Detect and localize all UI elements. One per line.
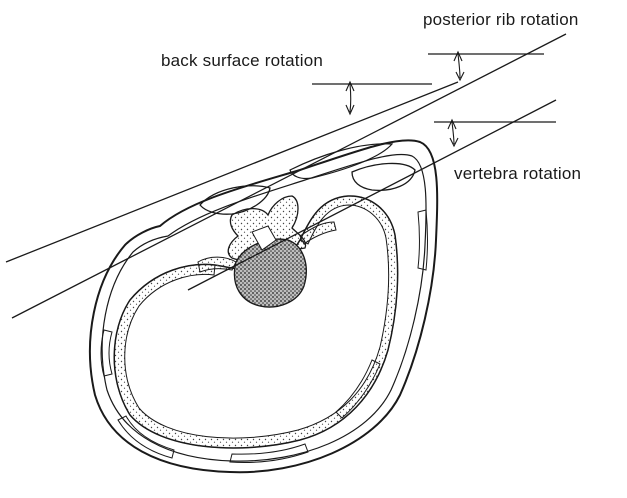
right-rib-head xyxy=(300,222,336,244)
vertebra-angle-arc xyxy=(452,122,454,144)
back-surface-angle-arc xyxy=(350,84,351,112)
rotation-angle-markers xyxy=(346,52,464,146)
left-rib-head xyxy=(198,257,236,272)
vertebra-rotation-label: vertebra rotation xyxy=(454,164,581,184)
posterior-rib-rotation-label: posterior rib rotation xyxy=(423,10,579,30)
right-paraspinal-muscle xyxy=(352,163,415,190)
inner-body-outline xyxy=(102,154,426,461)
vertebra-axis-line xyxy=(188,100,556,290)
back-surface-rotation-label: back surface rotation xyxy=(161,51,323,71)
posterior-rib-angle-arc xyxy=(458,54,460,78)
